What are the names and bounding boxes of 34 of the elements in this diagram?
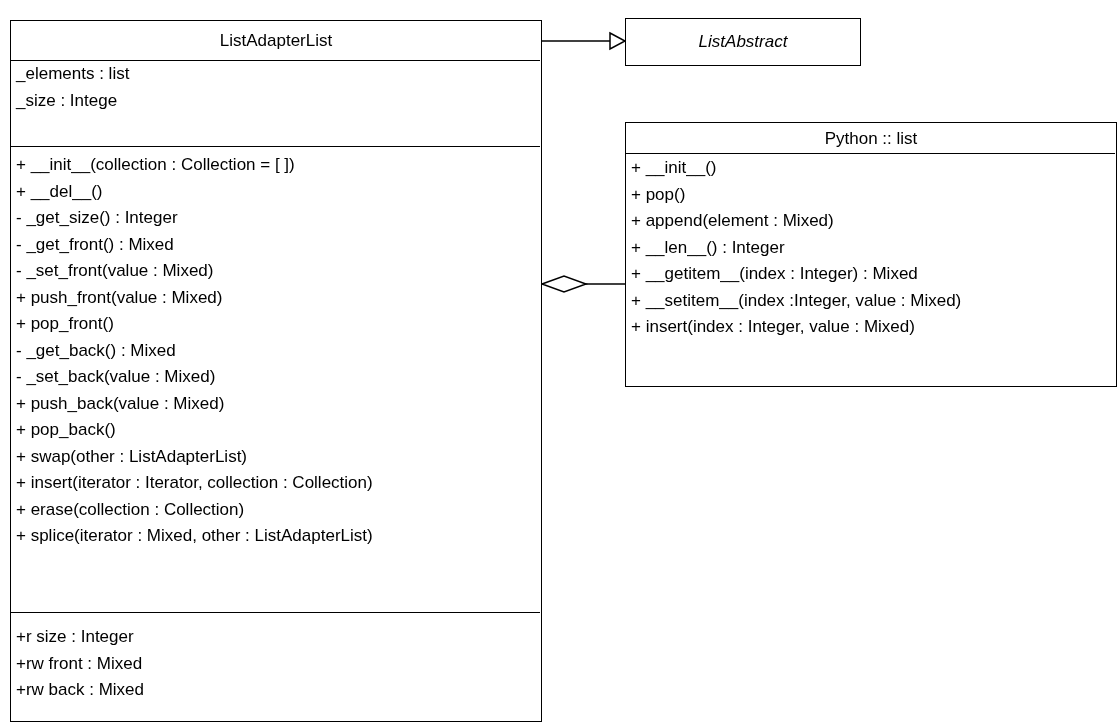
class-box — [10, 20, 542, 722]
method-text: - _set_front(value : Mixed) — [15, 260, 215, 282]
property-text: +r size : Integer — [15, 626, 135, 648]
property-text: +rw front : Mixed — [15, 652, 144, 675]
method-text: + splice(iterator : Mixed, other : ListAdapterList) — [15, 525, 374, 547]
method-text: + __setitem__(index :Integer, value : Mixed) — [630, 289, 963, 312]
method-text: + push_back(value : Mixed) — [15, 392, 226, 415]
attribute-text: _elements : list — [14, 63, 131, 85]
generalization-arrow — [541, 32, 626, 50]
method-text: + pop_front() — [15, 313, 115, 335]
method-text: + __len__() : Integer — [630, 236, 786, 259]
method-text: + __del__() — [15, 180, 104, 203]
attribute-text: _size : Intege — [14, 89, 119, 112]
method-text: - _set_back(value : Mixed) — [15, 366, 217, 388]
method-text: + __getitem__(index : Integer) : Mixed — [630, 263, 919, 285]
method-text: + swap(other : ListAdapterList) — [15, 445, 249, 468]
method-text: + insert(iterator : Iterator, collection : Collection) — [15, 472, 374, 494]
method-text: - _get_back() : Mixed — [15, 339, 177, 362]
property-text: +rw back : Mixed — [15, 679, 145, 701]
method-text: + erase(collection : Collection) — [15, 498, 246, 521]
method-text: - _get_front() : Mixed — [15, 233, 175, 256]
method-text: + __init__() — [630, 157, 718, 179]
method-text: + append(element : Mixed) — [630, 210, 835, 232]
aggregation-connector — [541, 275, 626, 293]
method-text: + push_front(value : Mixed) — [15, 286, 224, 309]
method-text: + insert(index : Integer, value : Mixed) — [630, 316, 916, 338]
method-text: + __init__(collection : Collection = [ ]) — [15, 154, 296, 176]
class-name: ListAbstract — [697, 31, 789, 53]
class-name: ListAdapterList — [218, 30, 334, 52]
class-name: Python :: list — [823, 128, 919, 150]
method-text: - _get_size() : Integer — [15, 207, 179, 229]
abstract-class-box — [625, 18, 861, 66]
method-text: + pop() — [630, 183, 687, 206]
method-text: + pop_back() — [15, 419, 117, 441]
